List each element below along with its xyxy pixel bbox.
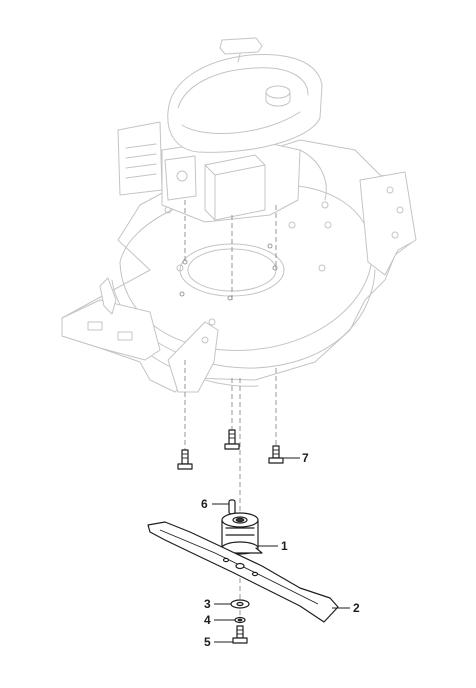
- callout-5: 5: [204, 635, 233, 649]
- blade-bolt: [232, 625, 248, 644]
- lock-washer: [234, 616, 246, 624]
- deck-bolt-centre: [224, 429, 240, 450]
- callout-1: 1: [258, 539, 288, 553]
- callout-label-2: 2: [353, 601, 360, 615]
- callout-label-4: 4: [204, 613, 211, 627]
- engine-ghost: [117, 37, 327, 223]
- mower-deck-ghost: [61, 139, 417, 393]
- deck-bolt-right: [268, 445, 284, 464]
- blade-adapter: [217, 512, 263, 555]
- callout-2: 2: [332, 601, 360, 615]
- callout-label-7: 7: [302, 451, 309, 465]
- key-pin: [228, 499, 236, 515]
- callout-label-3: 3: [204, 597, 211, 611]
- blade-washer: [230, 599, 250, 609]
- deck-bolt-left: [177, 449, 193, 470]
- callout-label-5: 5: [204, 635, 211, 649]
- callout-3: 3: [204, 597, 231, 611]
- callout-4: 4: [204, 613, 235, 627]
- callout-label-6: 6: [201, 497, 208, 511]
- mower-blade: [147, 521, 339, 623]
- callout-label-1: 1: [281, 539, 288, 553]
- callout-7: 7: [283, 451, 309, 465]
- callout-6: 6: [201, 497, 229, 511]
